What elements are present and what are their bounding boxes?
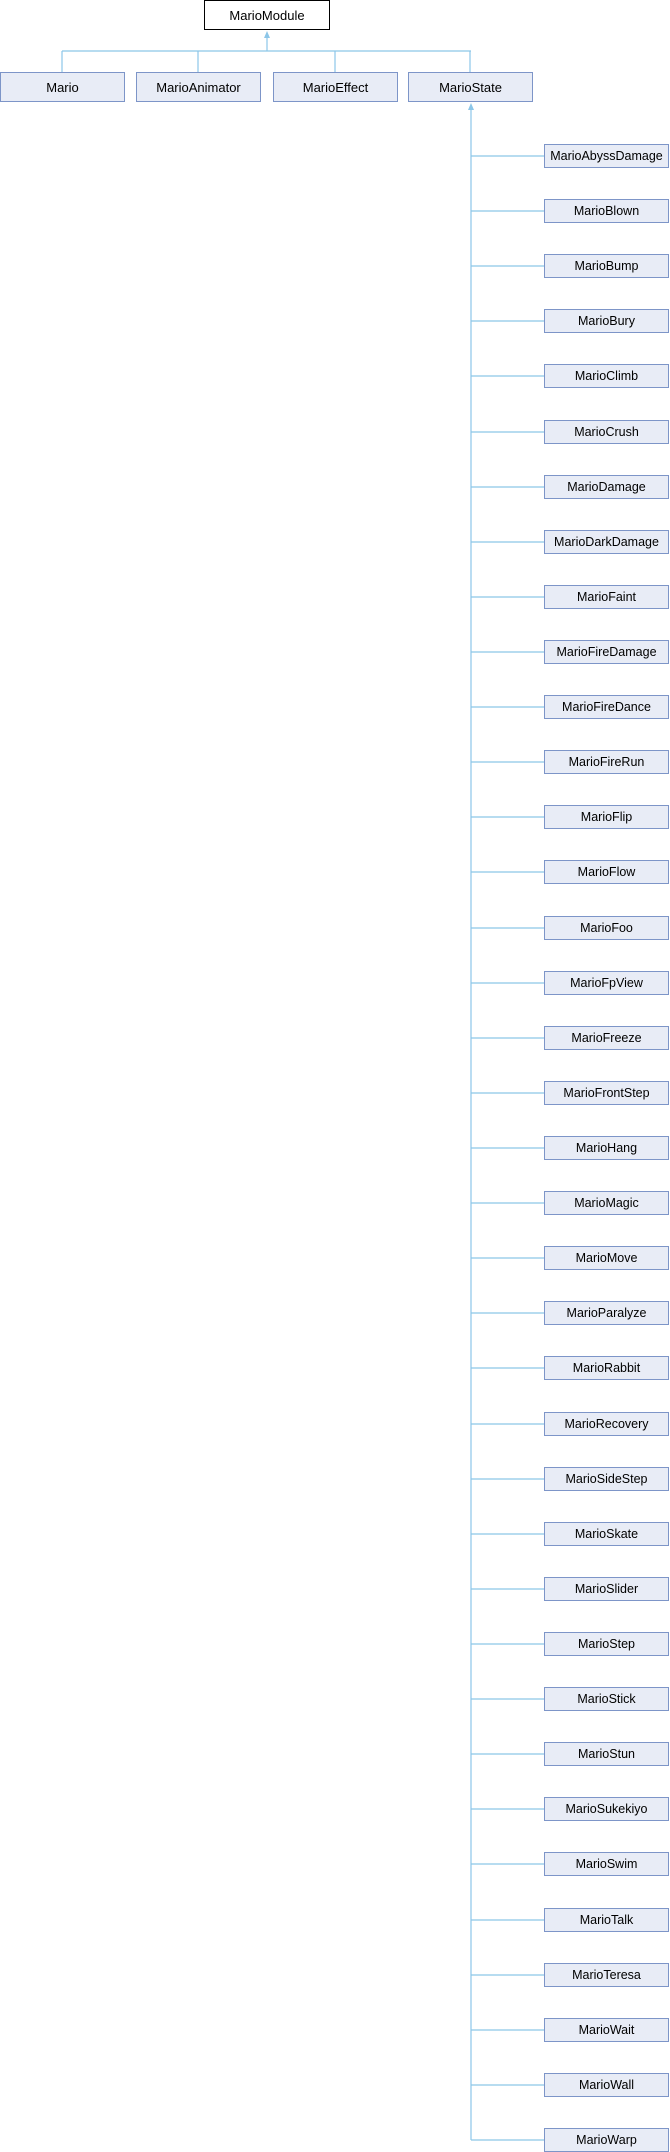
class-node-mariostun[interactable]: MarioStun [544, 1742, 669, 1766]
arrowhead-icon [264, 31, 270, 38]
class-node-marioslider[interactable]: MarioSlider [544, 1577, 669, 1601]
class-node-mariostick[interactable]: MarioStick [544, 1687, 669, 1711]
class-node-mario[interactable]: Mario [0, 72, 125, 102]
class-node-mariocrush[interactable]: MarioCrush [544, 420, 669, 444]
class-node-mariorecovery[interactable]: MarioRecovery [544, 1412, 669, 1436]
class-node-mariofreeze[interactable]: MarioFreeze [544, 1026, 669, 1050]
class-node-mariobump[interactable]: MarioBump [544, 254, 669, 278]
class-node-marioswim[interactable]: MarioSwim [544, 1852, 669, 1876]
class-node-mariofiredance[interactable]: MarioFireDance [544, 695, 669, 719]
class-node-mariofrontstep[interactable]: MarioFrontStep [544, 1081, 669, 1105]
class-node-mariohang[interactable]: MarioHang [544, 1136, 669, 1160]
class-node-marioflow[interactable]: MarioFlow [544, 860, 669, 884]
class-node-mariofoo[interactable]: MarioFoo [544, 916, 669, 940]
class-node-marioblown[interactable]: MarioBlown [544, 199, 669, 223]
class-node-mariostate[interactable]: MarioState [408, 72, 533, 102]
class-node-mariomagic[interactable]: MarioMagic [544, 1191, 669, 1215]
class-node-mariowall[interactable]: MarioWall [544, 2073, 669, 2097]
class-node-mariodamage[interactable]: MarioDamage [544, 475, 669, 499]
class-node-mariofpview[interactable]: MarioFpView [544, 971, 669, 995]
class-node-mariofaint[interactable]: MarioFaint [544, 585, 669, 609]
class-node-mariosukekiyo[interactable]: MarioSukekiyo [544, 1797, 669, 1821]
class-node-mariostep[interactable]: MarioStep [544, 1632, 669, 1656]
class-node-marioanimator[interactable]: MarioAnimator [136, 72, 261, 102]
class-node-marioskate[interactable]: MarioSkate [544, 1522, 669, 1546]
class-node-marioparalyze[interactable]: MarioParalyze [544, 1301, 669, 1325]
class-node-mariomodule[interactable]: MarioModule [204, 0, 330, 30]
class-node-marioeffect[interactable]: MarioEffect [273, 72, 398, 102]
class-node-mariofiredamage[interactable]: MarioFireDamage [544, 640, 669, 664]
class-node-mariowarp[interactable]: MarioWarp [544, 2128, 669, 2152]
arrowhead-icon [468, 103, 474, 110]
class-node-marioteresa[interactable]: MarioTeresa [544, 1963, 669, 1987]
class-node-mariodarkdamage[interactable]: MarioDarkDamage [544, 530, 669, 554]
class-node-mariomove[interactable]: MarioMove [544, 1246, 669, 1270]
class-node-mariofirerun[interactable]: MarioFireRun [544, 750, 669, 774]
class-node-marioclimb[interactable]: MarioClimb [544, 364, 669, 388]
class-node-mariowait[interactable]: MarioWait [544, 2018, 669, 2042]
class-node-mariobury[interactable]: MarioBury [544, 309, 669, 333]
class-node-mariosidestep[interactable]: MarioSideStep [544, 1467, 669, 1491]
class-node-marioabyssdamage[interactable]: MarioAbyssDamage [544, 144, 669, 168]
class-node-mariorabbit[interactable]: MarioRabbit [544, 1356, 669, 1380]
class-node-marioflip[interactable]: MarioFlip [544, 805, 669, 829]
class-node-mariotalk[interactable]: MarioTalk [544, 1908, 669, 1932]
